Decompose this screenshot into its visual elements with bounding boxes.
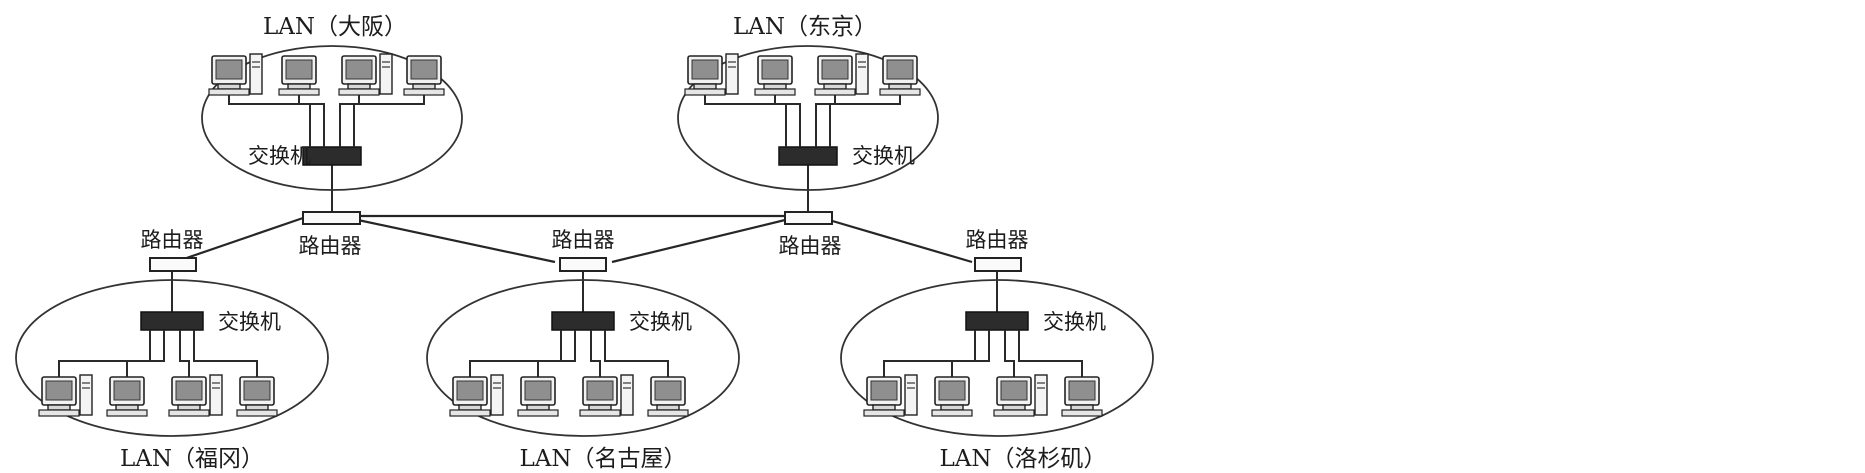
- computers: [38, 374, 278, 417]
- desktop-computer-icon: [38, 374, 93, 417]
- lan-group-tokyo: LAN（东京） 交换机: [677, 14, 939, 191]
- router-icon: [302, 211, 361, 225]
- lan-wiring: [469, 330, 669, 377]
- routers: 路由器 路由器 路由器 路由器 路由器: [141, 211, 1029, 272]
- computers: [449, 374, 689, 417]
- desktop-computer-icon: [931, 376, 973, 417]
- link-osaka-fukuoka: [171, 216, 304, 265]
- computers: [208, 53, 445, 96]
- router-label-la: 路由器: [966, 228, 1029, 252]
- lan-group-nagoya: LAN（名古屋） 交换机: [426, 279, 740, 472]
- lan-wiring: [704, 95, 901, 147]
- link-osaka-nagoya: [357, 218, 556, 264]
- switch-icon: [778, 146, 838, 166]
- desktop-computer-icon: [236, 376, 278, 417]
- desktop-computer-icon: [278, 55, 320, 96]
- lan-title: LAN（大阪）: [263, 14, 407, 40]
- desktop-computer-icon: [403, 55, 445, 96]
- desktop-computer-icon: [814, 53, 869, 96]
- switch-label: 交换机: [248, 144, 311, 168]
- desktop-computer-icon: [168, 374, 223, 417]
- switch-label: 交换机: [852, 144, 915, 168]
- desktop-computer-icon: [106, 376, 148, 417]
- link-tokyo-nagoya: [611, 218, 786, 264]
- lan-title: LAN（洛杉矶）: [939, 446, 1106, 472]
- switch-label: 交换机: [629, 310, 692, 334]
- desktop-computer-icon: [517, 376, 559, 417]
- lan-boundary: [677, 45, 939, 191]
- desktop-computer-icon: [647, 376, 689, 417]
- lan-boundary: [426, 279, 740, 437]
- lan-boundary: [15, 279, 329, 437]
- router-label-nagoya: 路由器: [552, 228, 615, 252]
- router-label-osaka: 路由器: [299, 234, 362, 258]
- lan-group-la: LAN（洛杉矶） 交换机: [840, 279, 1154, 472]
- desktop-computer-icon: [208, 53, 263, 96]
- router-label-tokyo: 路由器: [779, 234, 842, 258]
- lan-wiring: [883, 330, 1083, 377]
- desktop-computer-icon: [684, 53, 739, 96]
- desktop-computer-icon: [863, 374, 918, 417]
- lan-group-osaka: LAN（大阪） 交换机: [201, 14, 463, 191]
- switch-label: 交换机: [218, 310, 281, 334]
- lan-title: LAN（东京）: [733, 14, 877, 40]
- lan-boundary: [840, 279, 1154, 437]
- desktop-computer-icon: [338, 53, 393, 96]
- computers: [684, 53, 921, 96]
- lan-boundary: [201, 45, 463, 191]
- switch-icon: [551, 311, 615, 331]
- computers: [863, 374, 1103, 417]
- desktop-computer-icon: [1061, 376, 1103, 417]
- desktop-computer-icon: [754, 55, 796, 96]
- router-label-fukuoka: 路由器: [141, 228, 204, 252]
- backbone-links: [171, 165, 998, 312]
- lan-wiring: [228, 95, 425, 147]
- switch-label: 交换机: [1043, 310, 1106, 334]
- router-icon: [784, 211, 833, 225]
- lan-title: LAN（福冈）: [120, 446, 264, 472]
- desktop-computer-icon: [579, 374, 634, 417]
- router-icon: [974, 257, 1022, 272]
- desktop-computer-icon: [879, 55, 921, 96]
- link-tokyo-la: [828, 218, 973, 264]
- switch-icon: [302, 146, 362, 166]
- desktop-computer-icon: [993, 374, 1048, 417]
- router-icon: [559, 257, 607, 272]
- lan-wiring: [58, 330, 258, 377]
- lan-title: LAN（名古屋）: [519, 446, 686, 472]
- desktop-computer-icon: [449, 374, 504, 417]
- router-icon: [149, 257, 197, 272]
- switch-icon: [140, 311, 204, 331]
- lan-group-fukuoka: LAN（福冈） 交换机: [15, 279, 329, 472]
- switch-icon: [965, 311, 1029, 331]
